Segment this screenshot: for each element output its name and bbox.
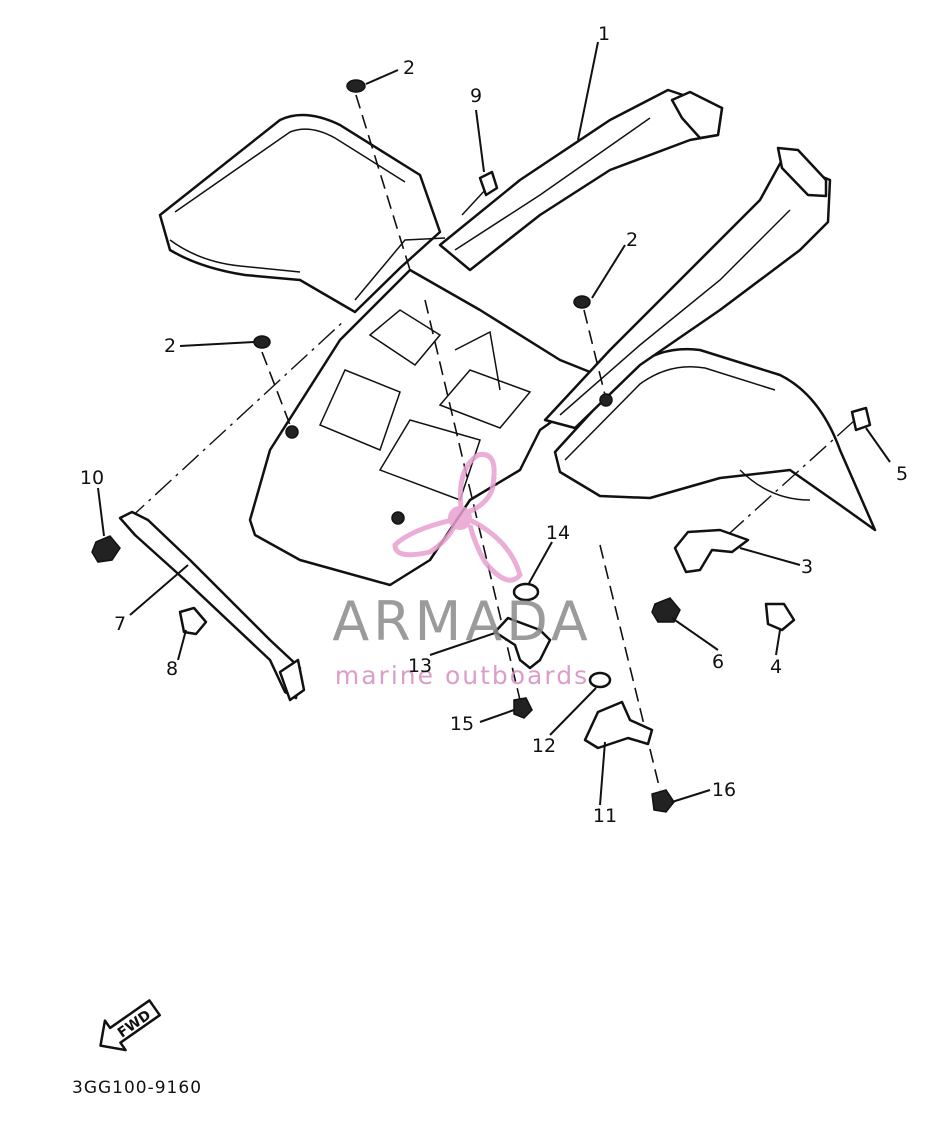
nut-15: [513, 697, 533, 719]
bolt-12: [588, 671, 612, 689]
bracket-3: [673, 528, 750, 574]
bolt-4: [764, 602, 796, 632]
fender-left-wing: [158, 113, 442, 314]
watermark-tagline: marine outboards: [335, 661, 589, 690]
side-rail-right: [543, 146, 832, 430]
callout-4: 4: [770, 656, 782, 678]
screw-2-right: [573, 295, 591, 309]
bolt-5: [850, 406, 872, 432]
fender-center-body: [248, 268, 612, 587]
leader-lines: [97, 41, 891, 806]
callout-11: 11: [593, 805, 617, 827]
propeller-logo-icon: [392, 451, 523, 583]
callout-1: 1: [598, 23, 610, 45]
callout-10: 10: [80, 467, 104, 489]
callouts: 1 2 2 2 3 4 5 6 7 8 9 10 11 12 13 14 15 …: [80, 23, 908, 827]
screw-2-top: [346, 79, 366, 93]
callout-8: 8: [166, 658, 178, 680]
callout-9: 9: [470, 85, 482, 107]
callout-7: 7: [114, 613, 126, 635]
nut-16: [651, 789, 675, 813]
fwd-arrow-icon: FWD: [99, 999, 161, 1052]
nut-10: [91, 535, 121, 563]
callout-2-top: 2: [403, 57, 415, 79]
callout-6: 6: [712, 651, 724, 673]
watermark-brand: ARMADA: [332, 590, 592, 653]
callout-2-right: 2: [626, 229, 638, 251]
bracket-11: [583, 700, 654, 750]
hardware: [91, 79, 872, 813]
part-code: 3GG100-9160: [72, 1078, 202, 1098]
bracket-13: [493, 616, 552, 670]
stay-bar: [118, 510, 306, 702]
callout-5: 5: [896, 463, 908, 485]
watermark: ARMADA marine outboards: [332, 451, 592, 690]
rear-fender: [158, 113, 877, 587]
callout-15: 15: [450, 713, 474, 735]
nut-6: [651, 597, 681, 623]
side-rail-left: [438, 88, 724, 272]
callout-2-left: 2: [164, 335, 176, 357]
bolt-9: [478, 170, 499, 197]
propeller-hub-icon: [448, 506, 472, 530]
callout-14: 14: [546, 522, 570, 544]
bolt-14: [512, 582, 540, 602]
screw-2-left: [253, 335, 271, 349]
callout-12: 12: [532, 735, 556, 757]
bolt-8: [178, 606, 208, 636]
callout-13: 13: [408, 655, 432, 677]
callout-16: 16: [712, 779, 736, 801]
callout-3: 3: [801, 556, 813, 578]
